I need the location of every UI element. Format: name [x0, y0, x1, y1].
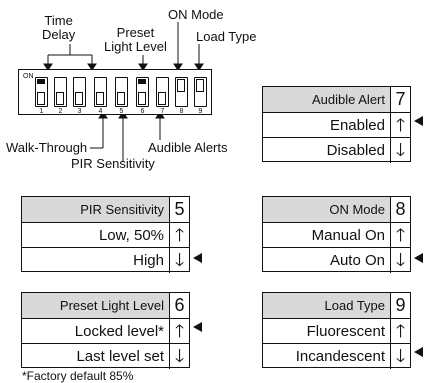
- dip-number-2: 2: [58, 108, 63, 115]
- dip-switch-9[interactable]: [194, 77, 207, 107]
- option-row-locked-level[interactable]: Locked level* 🡑: [22, 318, 189, 344]
- table-header-label: PIR Sensitivity: [80, 202, 164, 217]
- arrow-down-icon: 🡓: [390, 344, 410, 369]
- pointer-triangle-icon: [414, 116, 423, 126]
- dip-number-1: 1: [39, 108, 44, 115]
- option-row-disabled[interactable]: Disabled 🡓: [263, 137, 410, 163]
- dip-switch-block: ON 1 2 3 4 5 6 7 8 9: [18, 69, 212, 115]
- option-label: Locked level*: [74, 323, 164, 340]
- option-label: Incandescent: [295, 348, 385, 365]
- dip-on-label: ON: [23, 73, 34, 80]
- option-label: Auto On: [329, 252, 385, 269]
- label-time-delay-line1: Time: [44, 13, 73, 28]
- pointer-triangle-icon: [193, 322, 202, 332]
- dip-switch-4[interactable]: [94, 77, 107, 107]
- table-pir-sensitivity: PIR Sensitivity 5 Low, 50% 🡑 High 🡓: [21, 196, 190, 273]
- option-label: Fluorescent: [306, 323, 385, 340]
- arrow-up-icon: 🡑: [169, 223, 189, 248]
- dip-number-9: 9: [198, 108, 203, 115]
- dip-switch-6[interactable]: [136, 77, 149, 107]
- table-header: ON Mode 8: [263, 197, 410, 222]
- pointer-triangle-icon: [193, 253, 202, 263]
- dip-switch-1[interactable]: [35, 77, 48, 107]
- pointer-triangle-icon: [414, 253, 423, 263]
- arrow-up-icon: 🡑: [390, 319, 410, 344]
- table-audible-alert: Audible Alert 7 Enabled 🡑 Disabled 🡓: [262, 86, 411, 163]
- label-on-mode: ON Mode: [168, 7, 224, 22]
- label-preset-light-level: Preset Light Level: [104, 26, 167, 54]
- table-header-label: Preset Light Level: [59, 298, 164, 313]
- pointer-triangle-icon: [414, 347, 423, 357]
- dip-number-6: 6: [140, 108, 145, 115]
- option-row-low[interactable]: Low, 50% 🡑: [22, 222, 189, 248]
- dip-number-5: 5: [119, 108, 124, 115]
- table-header: Preset Light Level 6: [22, 293, 189, 318]
- table-header: Load Type 9: [263, 293, 410, 318]
- switch-number-badge: 8: [390, 197, 410, 222]
- dip-switch-2[interactable]: [54, 77, 67, 107]
- option-label: Enabled: [329, 117, 385, 134]
- arrow-down-icon: 🡓: [390, 138, 410, 163]
- dip-number-8: 8: [179, 108, 184, 115]
- table-header-label: Load Type: [324, 298, 385, 313]
- option-row-auto-on[interactable]: Auto On 🡓: [263, 247, 410, 273]
- arrow-up-icon: 🡑: [169, 319, 189, 344]
- table-load-type: Load Type 9 Fluorescent 🡑 Incandescent 🡓: [262, 292, 411, 369]
- dip-switch-3[interactable]: [73, 77, 86, 107]
- option-row-last-level-set[interactable]: Last level set 🡓: [22, 343, 189, 369]
- dip-switch-8[interactable]: [175, 77, 188, 107]
- option-label: Low, 50%: [98, 227, 164, 244]
- label-preset-line2: Light Level: [104, 39, 167, 54]
- option-label: High: [133, 252, 164, 269]
- footnote: *Factory default 85%: [22, 369, 134, 383]
- dip-number-3: 3: [77, 108, 82, 115]
- arrow-up-icon: 🡑: [390, 113, 410, 138]
- option-row-manual-on[interactable]: Manual On 🡑: [263, 222, 410, 248]
- label-audible-alerts: Audible Alerts: [148, 140, 228, 155]
- label-time-delay-line2: Delay: [42, 27, 76, 42]
- switch-number-badge: 6: [169, 293, 189, 318]
- switch-number-badge: 7: [390, 87, 410, 112]
- option-row-enabled[interactable]: Enabled 🡑: [263, 112, 410, 138]
- label-load-type: Load Type: [196, 29, 257, 44]
- option-row-incandescent[interactable]: Incandescent 🡓: [263, 343, 410, 369]
- arrow-down-icon: 🡓: [390, 248, 410, 273]
- table-header: Audible Alert 7: [263, 87, 410, 112]
- option-row-high[interactable]: High 🡓: [22, 247, 189, 273]
- table-header-label: Audible Alert: [312, 92, 385, 107]
- switch-number-badge: 5: [169, 197, 189, 222]
- dip-switch-7[interactable]: [156, 77, 169, 107]
- label-walk-through: Walk-Through: [6, 140, 88, 155]
- option-label: Manual On: [311, 227, 385, 244]
- option-row-fluorescent[interactable]: Fluorescent 🡑: [263, 318, 410, 344]
- arrow-down-icon: 🡓: [169, 344, 189, 369]
- dip-number-7: 7: [160, 108, 165, 115]
- label-time-delay: Time Delay: [42, 14, 75, 42]
- dip-switch-5[interactable]: [115, 77, 128, 107]
- option-label: Last level set: [76, 348, 164, 365]
- arrow-down-icon: 🡓: [169, 248, 189, 273]
- option-label: Disabled: [326, 142, 385, 159]
- table-header: PIR Sensitivity 5: [22, 197, 189, 222]
- dip-number-4: 4: [98, 108, 103, 115]
- arrow-up-icon: 🡑: [390, 223, 410, 248]
- switch-number-badge: 9: [390, 293, 410, 318]
- table-preset-light-level: Preset Light Level 6 Locked level* 🡑 Las…: [21, 292, 190, 369]
- label-preset-line1: Preset: [116, 25, 155, 40]
- label-pir-sensitivity: PIR Sensitivity: [71, 156, 155, 171]
- table-on-mode: ON Mode 8 Manual On 🡑 Auto On 🡓: [262, 196, 411, 273]
- table-header-label: ON Mode: [329, 202, 385, 217]
